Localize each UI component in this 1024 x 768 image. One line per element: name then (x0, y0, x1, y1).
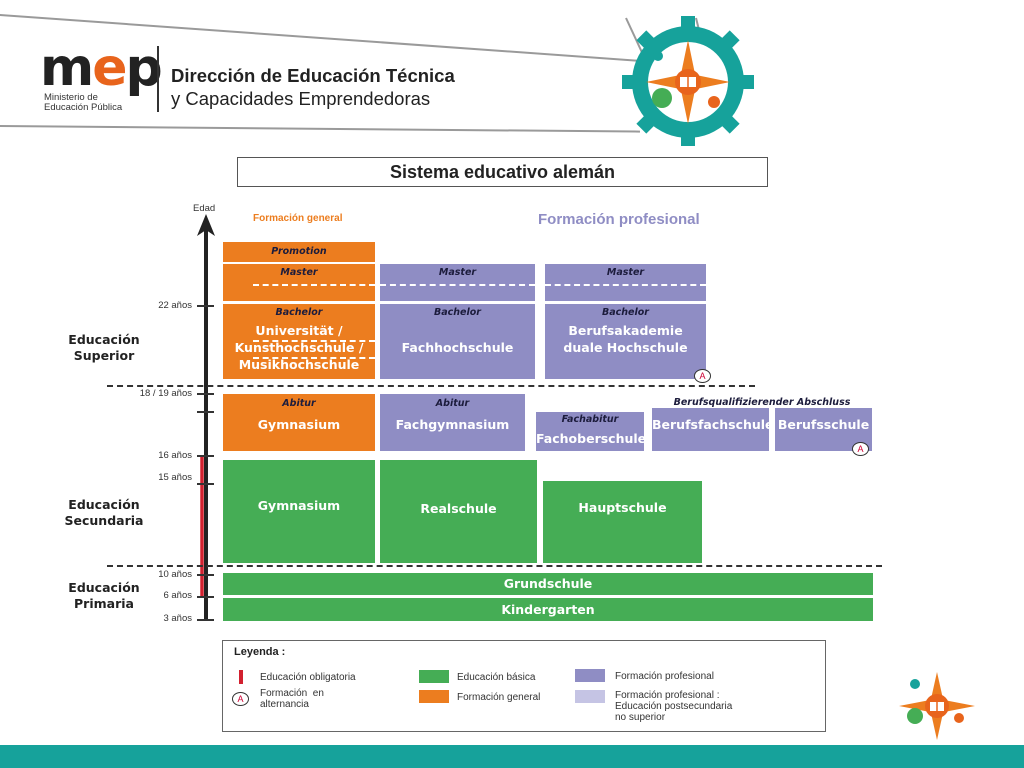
block-master-berufsakademie: Master (545, 264, 706, 301)
legend-box (222, 640, 826, 732)
mep-logo-subtitle: Ministerio de Educación Pública (44, 92, 123, 113)
legend-swatch-basica (419, 670, 449, 683)
level-primaria-label: Educación Primaria (68, 580, 140, 611)
legend-alternancia-mark: A (232, 692, 249, 706)
block-bachelor-berufsakademie: Bachelor Berufsakademie duale Hochschule (545, 304, 706, 379)
header-title-line1: Dirección de Educación Técnica (171, 65, 455, 86)
age-label: 16 años (158, 450, 192, 461)
alternancia-mark: A (694, 369, 711, 383)
legend-swatch-profesional (575, 669, 605, 682)
age-tick (197, 596, 214, 598)
block-promotion: Promotion (223, 242, 375, 262)
block-master-general: Master (223, 264, 375, 301)
age-tick (197, 411, 214, 413)
block-berufsfachschule: Berufsfachschule (652, 408, 774, 451)
legend-swatch-obligatoria (239, 670, 243, 684)
age-tick (197, 483, 214, 485)
level-superior-label: Educación Superior (68, 332, 140, 363)
legend-label-obligatoria: Educación obligatoria (260, 672, 356, 683)
level-separator (107, 385, 755, 387)
age-label: 15 años (158, 472, 192, 483)
gear-emblem-icon (622, 16, 754, 146)
age-label: 22 años (158, 300, 192, 311)
section-professional-label: Formación profesional (538, 211, 700, 228)
block-abitur-gymnasium: Abitur Gymnasium (223, 394, 375, 451)
block-hauptschule: Hauptschule (543, 481, 702, 563)
block-fachoberschule: Fachabitur Fachoberschule (536, 412, 646, 451)
alternancia-mark: A (852, 442, 869, 456)
level-secundaria-label: Educación Secundaria (64, 497, 144, 528)
diagram-title: Sistema educativo alemán (237, 157, 768, 187)
legend-swatch-postsecundaria (575, 690, 605, 703)
legend-label-basica: Educación básica (457, 672, 536, 683)
age-tick (197, 305, 214, 307)
legend-label-general: Formación general (457, 692, 541, 703)
age-label: 6 años (163, 590, 192, 601)
small-emblem-icon (899, 672, 975, 740)
block-abitur-fachgymnasium: Abitur Fachgymnasium (380, 394, 525, 451)
block-bachelor-universitaet: Bachelor Universität / Kunsthochschule /… (223, 304, 375, 379)
age-tick (197, 455, 214, 457)
age-axis-arrow (197, 214, 215, 620)
age-tick (197, 619, 214, 621)
block-gymnasium-secundaria: Gymnasium (223, 460, 375, 563)
mep-logo: mep (40, 38, 163, 98)
section-general-label: Formación general (253, 213, 343, 224)
block-master-fachhochschule: Master (380, 264, 535, 301)
block-kindergarten: Kindergarten (223, 598, 873, 621)
header-title-line2: y Capacidades Emprendedoras (171, 88, 431, 109)
bottom-band (0, 745, 1024, 768)
block-bachelor-fachhochschule: Bachelor Fachhochschule (380, 304, 535, 379)
level-separator (107, 565, 882, 567)
age-tick (197, 574, 214, 576)
legend-swatch-general (419, 690, 449, 703)
age-tick (197, 393, 214, 395)
header-divider (157, 46, 159, 112)
age-label: 18 / 19 años (139, 388, 192, 399)
legend-title: Leyenda : (234, 646, 286, 658)
header-line-bottom (0, 125, 640, 133)
legend-label-postsecundaria: Formación profesional : Educación postse… (615, 690, 733, 723)
age-label: 3 años (163, 613, 192, 624)
berufsqualifizierender-label: Berufsqualifizierender Abschluss (673, 397, 851, 408)
legend-label-alternancia: Formación en alternancia (260, 688, 324, 710)
block-realschule: Realschule (380, 460, 537, 563)
age-label: 10 años (158, 569, 192, 580)
block-grundschule: Grundschule (223, 573, 873, 595)
age-axis-label: Edad (193, 203, 216, 214)
legend-label-profesional: Formación profesional (615, 671, 714, 682)
